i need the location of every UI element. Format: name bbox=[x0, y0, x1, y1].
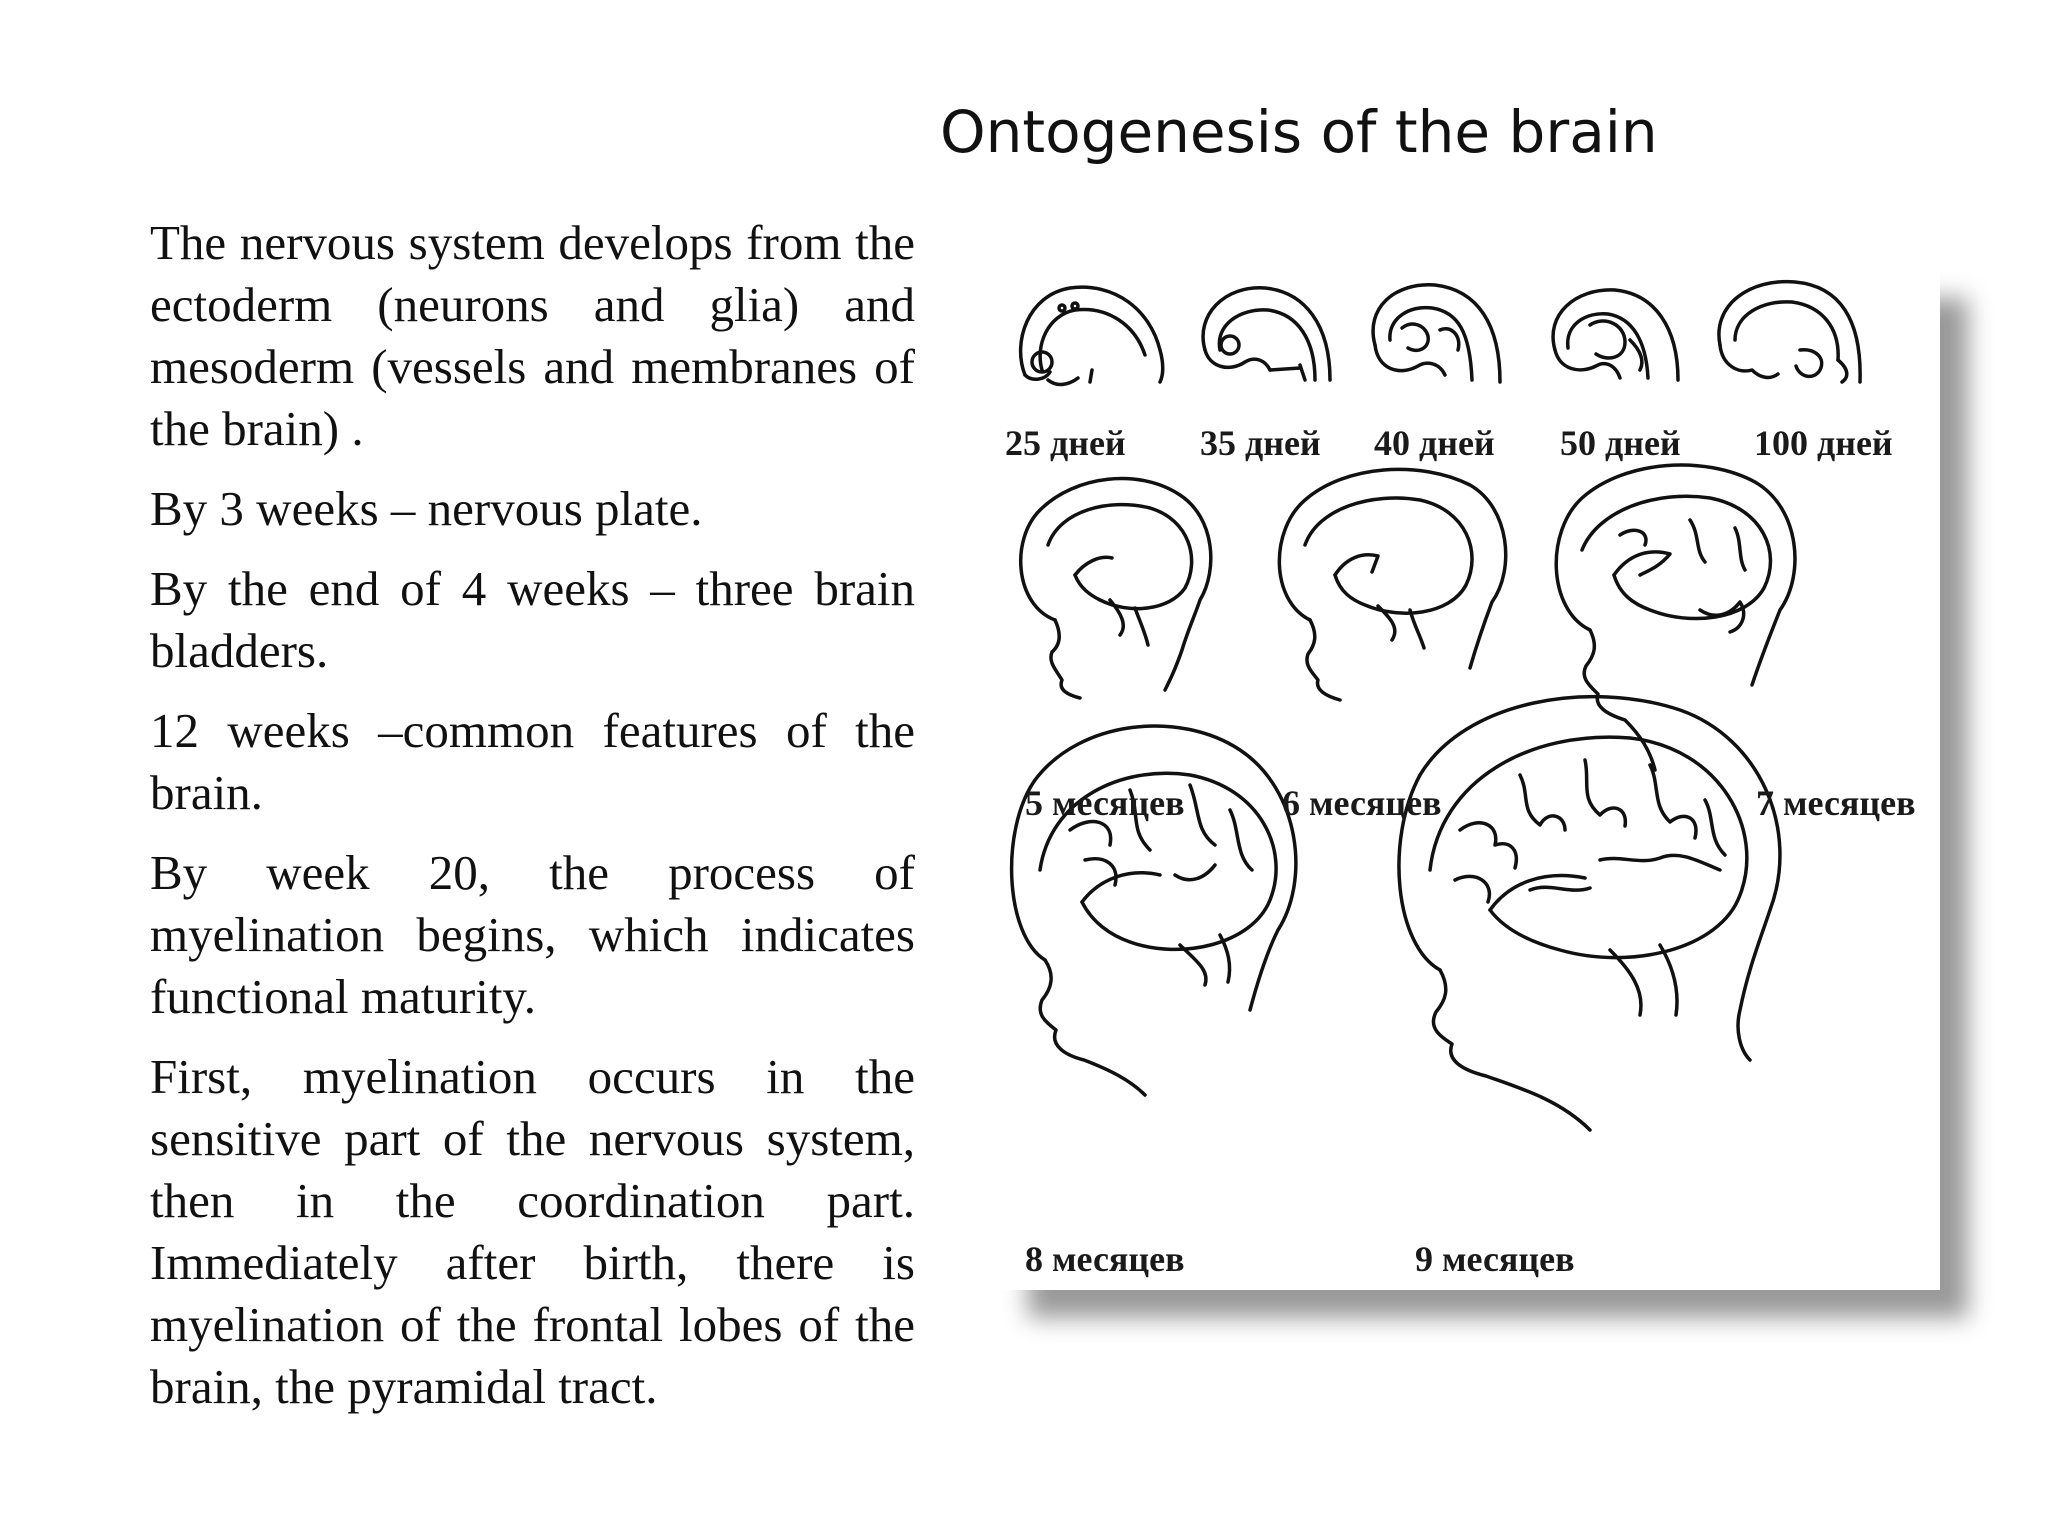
embryo-40-days-illustration bbox=[1371, 283, 1502, 384]
label-9-months: 9 месяцев bbox=[1415, 1239, 1575, 1279]
label-35-days: 35 дней bbox=[1200, 423, 1321, 463]
paragraph-week-12: 12 weeks –common features of the brain. bbox=[150, 703, 915, 820]
embryo-35-days-illustration bbox=[1201, 286, 1332, 382]
label-5-months: 5 месяцев bbox=[1025, 783, 1185, 823]
label-40-days: 40 дней bbox=[1374, 423, 1495, 463]
brain-drawings bbox=[1009, 279, 1862, 1132]
paragraph-week-4: By the end of 4 weeks – three brain blad… bbox=[150, 561, 915, 678]
figure-panel: 25 дней 35 дней 40 дней 50 дней 100 дней… bbox=[1000, 270, 1940, 1290]
label-100-days: 100 дней bbox=[1754, 423, 1893, 463]
label-25-days: 25 дней bbox=[1005, 423, 1126, 463]
fetal-brain-6-months-illustration bbox=[1277, 467, 1508, 702]
fetal-brain-8-months-illustration bbox=[1009, 724, 1298, 1097]
fetal-brain-7-months-illustration bbox=[1554, 463, 1797, 772]
label-7-months: 7 месяцев bbox=[1756, 783, 1916, 823]
paragraph-week-20: By week 20, the process of myelination b… bbox=[150, 845, 915, 1024]
label-8-months: 8 месяцев bbox=[1025, 1239, 1185, 1279]
paragraph-development: The nervous system develops from the ect… bbox=[150, 215, 915, 456]
embryo-25-days-illustration bbox=[1018, 285, 1165, 387]
brain-development-figure: 25 дней 35 дней 40 дней 50 дней 100 дней… bbox=[1000, 270, 1968, 1318]
paragraph-myelination: First, myelination occurs in the sensiti… bbox=[150, 1049, 915, 1414]
fetal-brain-9-months-illustration bbox=[1397, 694, 1782, 1132]
body-text: The nervous system develops from the ect… bbox=[150, 212, 915, 1436]
label-6-months: 6 месяцев bbox=[1282, 783, 1442, 823]
paragraph-week-3: By 3 weeks – nervous plate. bbox=[150, 481, 703, 536]
slide-title: Ontogenesis of the brain bbox=[940, 98, 1658, 166]
label-50-days: 50 дней bbox=[1560, 423, 1681, 463]
fetal-brain-5-months-illustration bbox=[1019, 476, 1213, 700]
embryo-100-days-illustration bbox=[1717, 279, 1862, 384]
embryo-50-days-illustration bbox=[1551, 288, 1680, 382]
